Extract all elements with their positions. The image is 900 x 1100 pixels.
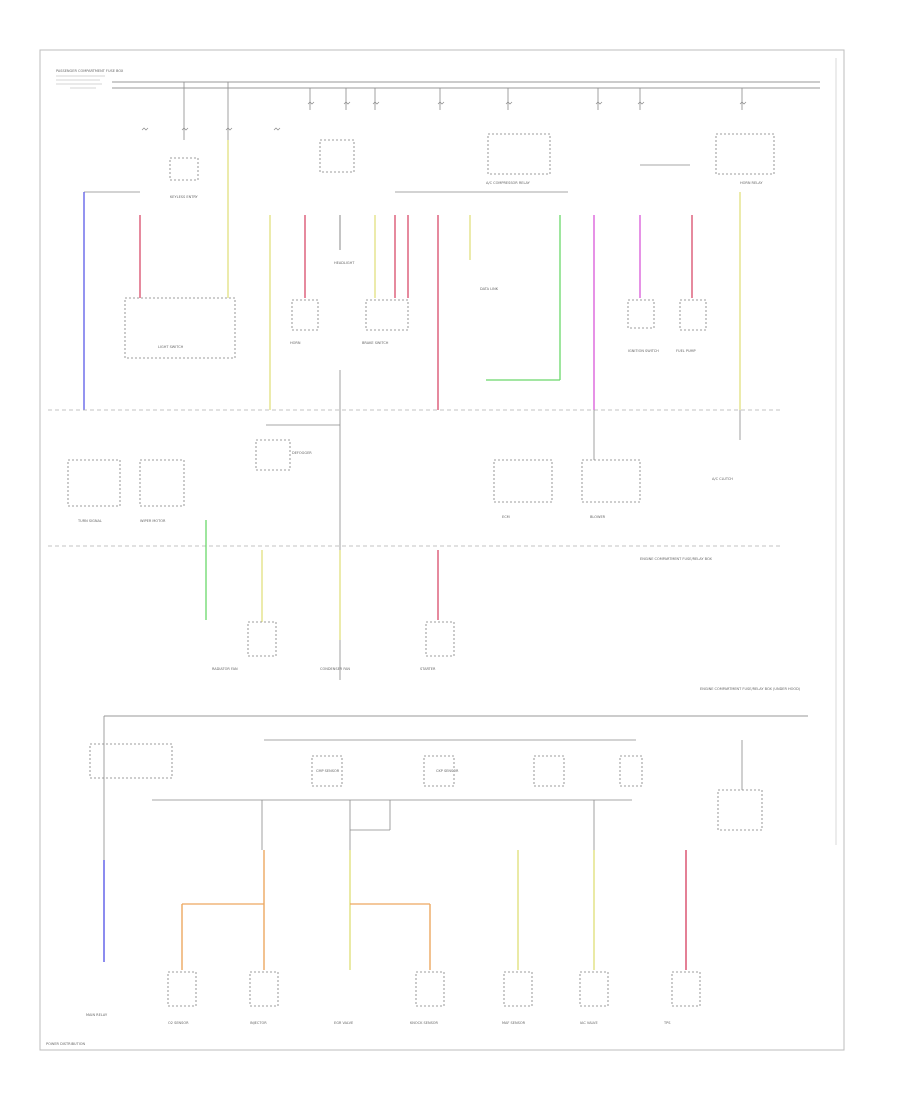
label-b8: CMP SENSOR — [316, 769, 340, 773]
relay-label-ac: A/C COMPRESSOR RELAY — [486, 181, 531, 185]
label-b1: O2 SENSOR — [168, 1021, 189, 1025]
component-box-lm1 — [247, 621, 277, 657]
fuse-symbol-11 — [637, 101, 645, 105]
relay-box-b4 — [533, 755, 565, 787]
component-box-u4 — [679, 299, 707, 331]
top-section: PASSENGER COMPARTMENT FUSE BOX — [56, 69, 820, 410]
relay-box-b3 — [423, 755, 455, 787]
fuse-symbol-7 — [372, 101, 380, 105]
component-box-b1 — [167, 971, 197, 1007]
fuse-symbols-top — [141, 101, 747, 131]
label-u3: DATA LINK — [480, 287, 499, 291]
fuse-symbol-4 — [273, 127, 281, 131]
relay-box-b6 — [717, 789, 763, 831]
label-b0: MAIN RELAY — [86, 1013, 108, 1017]
component-box-b6 — [671, 971, 701, 1007]
label-m5: BLOWER — [590, 515, 606, 519]
light-switch-block — [124, 297, 236, 359]
component-box-u2 — [365, 299, 409, 331]
fuse-symbol-3 — [225, 127, 233, 131]
page-id-label: POWER DISTRIBUTION — [46, 1042, 86, 1046]
component-box-b4 — [503, 971, 533, 1007]
label-u6: HEADLIGHT — [334, 261, 355, 265]
fuse-symbol-8 — [437, 101, 445, 105]
fuse-relay-box-label: ENGINE COMPARTMENT FUSE/RELAY BOX — [640, 557, 713, 561]
component-box-u3 — [627, 299, 655, 329]
light-switch-label: LIGHT SWITCH — [158, 345, 184, 349]
component-box-b5 — [579, 971, 609, 1007]
fuse-symbol-10 — [595, 101, 603, 105]
relay-label-keyless: KEYLESS ENTRY — [170, 195, 199, 199]
component-box-b3 — [415, 971, 445, 1007]
top-left-label: PASSENGER COMPARTMENT FUSE BOX — [56, 69, 124, 73]
relay-box-b1 — [89, 743, 173, 779]
relay-box-m1 — [67, 459, 121, 507]
label-lm3: STARTER — [420, 667, 436, 671]
fuse-symbol-1 — [141, 127, 149, 131]
bottom-relay-box-label: ENGINE COMPARTMENT FUSE/RELAY BOX (UNDER… — [700, 687, 801, 691]
label-u2: BRAKE SWITCH — [362, 341, 389, 345]
relay-label-horn: HORN RELAY — [740, 181, 763, 185]
fuse-symbol-12 — [739, 101, 747, 105]
relay-box-b5 — [619, 755, 643, 787]
bottom-section: MAIN RELAY O2 SENSOR INJECTOR EGR VALVE … — [86, 715, 808, 1025]
fuse-symbol-9 — [505, 101, 513, 105]
relay-box-m4 — [493, 459, 553, 503]
relay-box-power-window — [319, 139, 355, 173]
fuse-symbol-5 — [307, 101, 315, 105]
label-m4: ECM — [502, 515, 510, 519]
fuse-symbol-2 — [181, 127, 189, 131]
relay-box-ac — [487, 133, 551, 175]
label-b5: MAF SENSOR — [502, 1021, 526, 1025]
label-b7: TPS — [663, 1021, 671, 1025]
relay-box-m2 — [139, 459, 185, 507]
fuse-symbol-6 — [343, 101, 351, 105]
label-lm1: RADIATOR FAN — [212, 667, 238, 671]
diagram-frame — [39, 49, 845, 1051]
label-m2: WIPER MOTOR — [140, 519, 166, 523]
label-u5: FUEL PUMP — [676, 349, 696, 353]
label-b4: KNOCK SENSOR — [410, 1021, 439, 1025]
label-b6: IAC VALVE — [580, 1021, 598, 1025]
label-lm2: CONDENSER FAN — [320, 667, 350, 671]
component-box-u1 — [291, 299, 319, 331]
label-u4: IGNITION SWITCH — [628, 349, 659, 353]
relay-box-keyless — [169, 157, 199, 181]
label-b9: CKP SENSOR — [436, 769, 459, 773]
label-u1: HORN — [290, 341, 301, 345]
label-m3: DEFOGGER — [292, 451, 312, 455]
component-box-lm2 — [425, 621, 455, 657]
relay-box-m5 — [581, 459, 641, 503]
lower-middle-section: RADIATOR FAN CONDENSER FAN STARTER — [205, 520, 455, 671]
label-m6: A/C CLUTCH — [712, 477, 733, 481]
middle-section: TURN SIGNAL WIPER MOTOR DEFOGGER ECM BLO… — [67, 370, 741, 680]
relay-box-b2 — [311, 755, 343, 787]
component-box-b2 — [249, 971, 279, 1007]
label-m1: TURN SIGNAL — [77, 519, 102, 523]
relay-box-m3 — [255, 439, 291, 471]
label-b3: EGR VALVE — [334, 1021, 353, 1025]
relay-box-horn — [715, 133, 775, 175]
label-b2: INJECTOR — [250, 1021, 267, 1025]
